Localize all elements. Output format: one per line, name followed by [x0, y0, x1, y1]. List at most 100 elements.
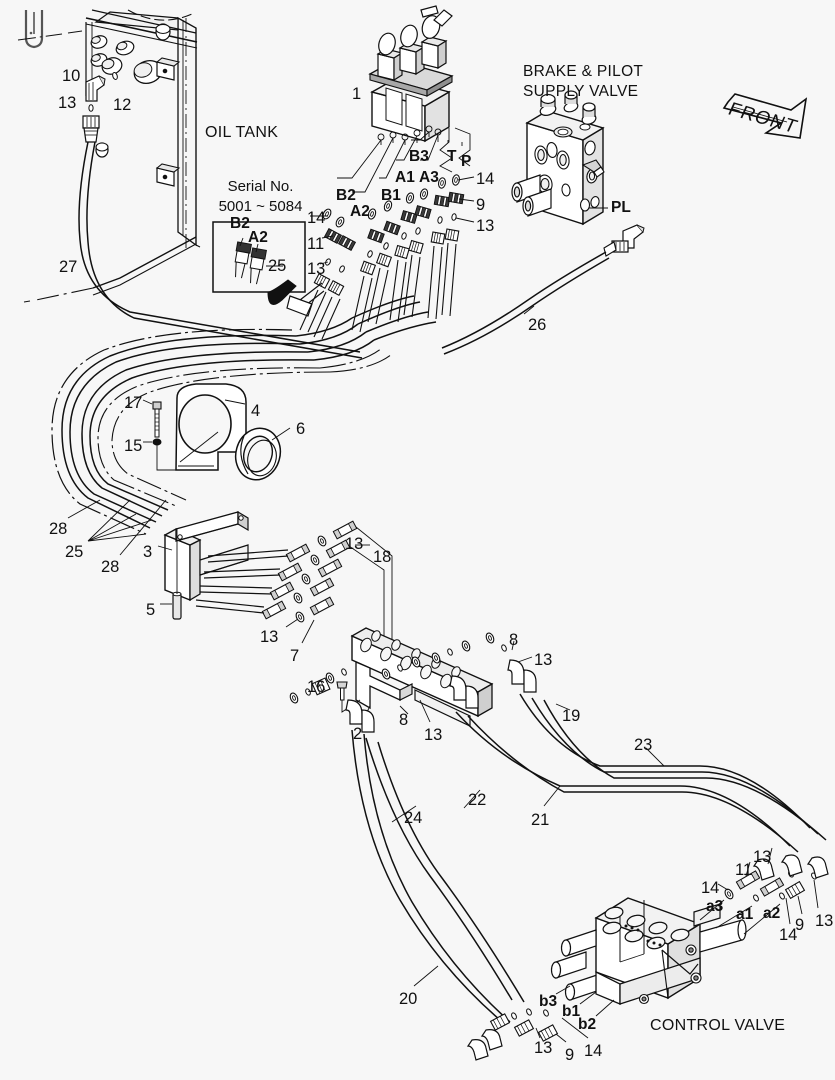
pilot-hose-fitting-cluster [286, 173, 465, 340]
callout-number: 13 [815, 912, 834, 930]
callout-number: 2 [353, 725, 363, 743]
callout-number: 13 [345, 535, 364, 553]
port-label-B3: B3 [409, 148, 429, 165]
port-leader-lines [337, 125, 471, 193]
callout-number: 26 [528, 316, 547, 334]
callout-number: 3 [143, 543, 153, 561]
port-label-A1: A1 [395, 169, 415, 186]
port-label-a3: a3 [706, 898, 724, 915]
serial-inset-box [212, 221, 306, 305]
port-label-PL: PL [611, 199, 631, 216]
inset-label-25: 25 [268, 257, 287, 275]
callout-number: 10 [62, 67, 81, 85]
control-valve-right-fittings [717, 847, 829, 925]
inset-label-A2: A2 [248, 229, 268, 246]
port-label-b2: b2 [578, 1016, 597, 1033]
part-17-bolt [152, 401, 162, 438]
manifold-fitting-bank [195, 520, 393, 646]
callout-number: 15 [124, 437, 143, 455]
callout-number: 9 [795, 916, 805, 934]
control-valve-left-fittings [466, 1007, 589, 1061]
brake-pilot-title-line1: BRAKE & PILOT [523, 63, 644, 80]
page-corner-marker [24, 10, 44, 49]
part-26-pilot-hose [441, 224, 645, 355]
part-10-elbow-fitting [85, 75, 106, 102]
callout-number: 9 [565, 1046, 575, 1064]
hose-runs-to-control-valve [351, 693, 827, 1023]
bolt-assembly-leaders [142, 399, 291, 471]
callout-number: 21 [531, 811, 550, 829]
hose-elbow-group [345, 659, 537, 733]
hose-bundle-left-loop [51, 295, 437, 535]
part-27-hose-end [82, 115, 100, 143]
callout-number: 14 [701, 879, 720, 897]
callout-number: 28 [49, 520, 68, 538]
callout-number: 6 [296, 420, 306, 438]
callout-number: 13 [476, 217, 495, 235]
brake-pilot-title-line2: SUPPLY VALVE [523, 83, 639, 100]
callout-number: 20 [399, 990, 418, 1008]
part-1-pilot-valve [368, 5, 454, 143]
part-13-oring-tank [88, 104, 94, 112]
part-12-oring [112, 72, 118, 80]
port-label-T: T [447, 148, 457, 165]
part-6-seal-ring [234, 427, 282, 481]
callout-number: 8 [399, 711, 409, 729]
part-15-washer [152, 438, 162, 446]
port-label-A3: A3 [419, 169, 439, 186]
callout-number: 28 [101, 558, 120, 576]
callout-number: 13 [424, 726, 443, 744]
part-4-plate [175, 383, 247, 471]
callout-number: 17 [124, 394, 143, 412]
hose-run-leaders [391, 747, 665, 987]
front-direction-arrow [722, 93, 808, 139]
callout-number: 23 [634, 736, 653, 754]
oil-tank-title: OIL TANK [205, 124, 279, 141]
callout-number: 14 [584, 1042, 603, 1060]
bundle-leaders [67, 499, 173, 605]
callout-number: 13 [260, 628, 279, 646]
cluster-left-leaders [310, 215, 334, 265]
control-valve-port-leaders [555, 899, 781, 1017]
port-label-B1: B1 [381, 187, 401, 204]
callout-number: 4 [251, 402, 261, 420]
callout-number: 1 [352, 85, 362, 103]
control-valve-title: CONTROL VALVE [650, 1017, 786, 1034]
brake-pilot-supply-valve [511, 90, 608, 226]
callout-number: 11 [307, 235, 325, 253]
port-label-a2: a2 [763, 905, 781, 922]
callout-number: 24 [404, 809, 423, 827]
port-label-P: P [461, 153, 472, 170]
serial-no-line2: 5001 ~ 5084 [218, 198, 303, 215]
callout-number: 7 [290, 647, 300, 665]
callout-number: 13 [753, 848, 772, 866]
callout-number: 13 [58, 94, 77, 112]
port-label-A2: A2 [350, 203, 370, 220]
callout-number: 13 [307, 260, 326, 278]
part-27-hose [78, 141, 363, 359]
callout-number: 8 [509, 631, 519, 649]
inset-label-B2: B2 [230, 215, 250, 232]
callout-number: 25 [65, 543, 84, 561]
oil-tank-assembly [17, 9, 201, 303]
callout-number: 27 [59, 258, 78, 276]
callout-number: 19 [562, 707, 581, 725]
callout-number: 14 [476, 170, 495, 188]
part-3-mount-bracket [163, 510, 249, 620]
cluster-right-leaders [455, 176, 475, 223]
port-label-B2: B2 [336, 187, 356, 204]
callout-number: 13 [534, 651, 553, 669]
callout-number: 18 [373, 548, 392, 566]
callout-number: 5 [146, 601, 156, 619]
port-label-a1: a1 [736, 906, 754, 923]
callout-number: 22 [468, 791, 487, 809]
elbow-fitting-bank [288, 631, 571, 733]
port-label-b3: b3 [539, 993, 558, 1010]
serial-no-line1: Serial No. [227, 178, 294, 195]
callout-number: 12 [113, 96, 132, 114]
control-valve-assembly [550, 897, 747, 1005]
part-2-manifold-bar [336, 627, 494, 727]
callout-number: 9 [476, 196, 486, 214]
